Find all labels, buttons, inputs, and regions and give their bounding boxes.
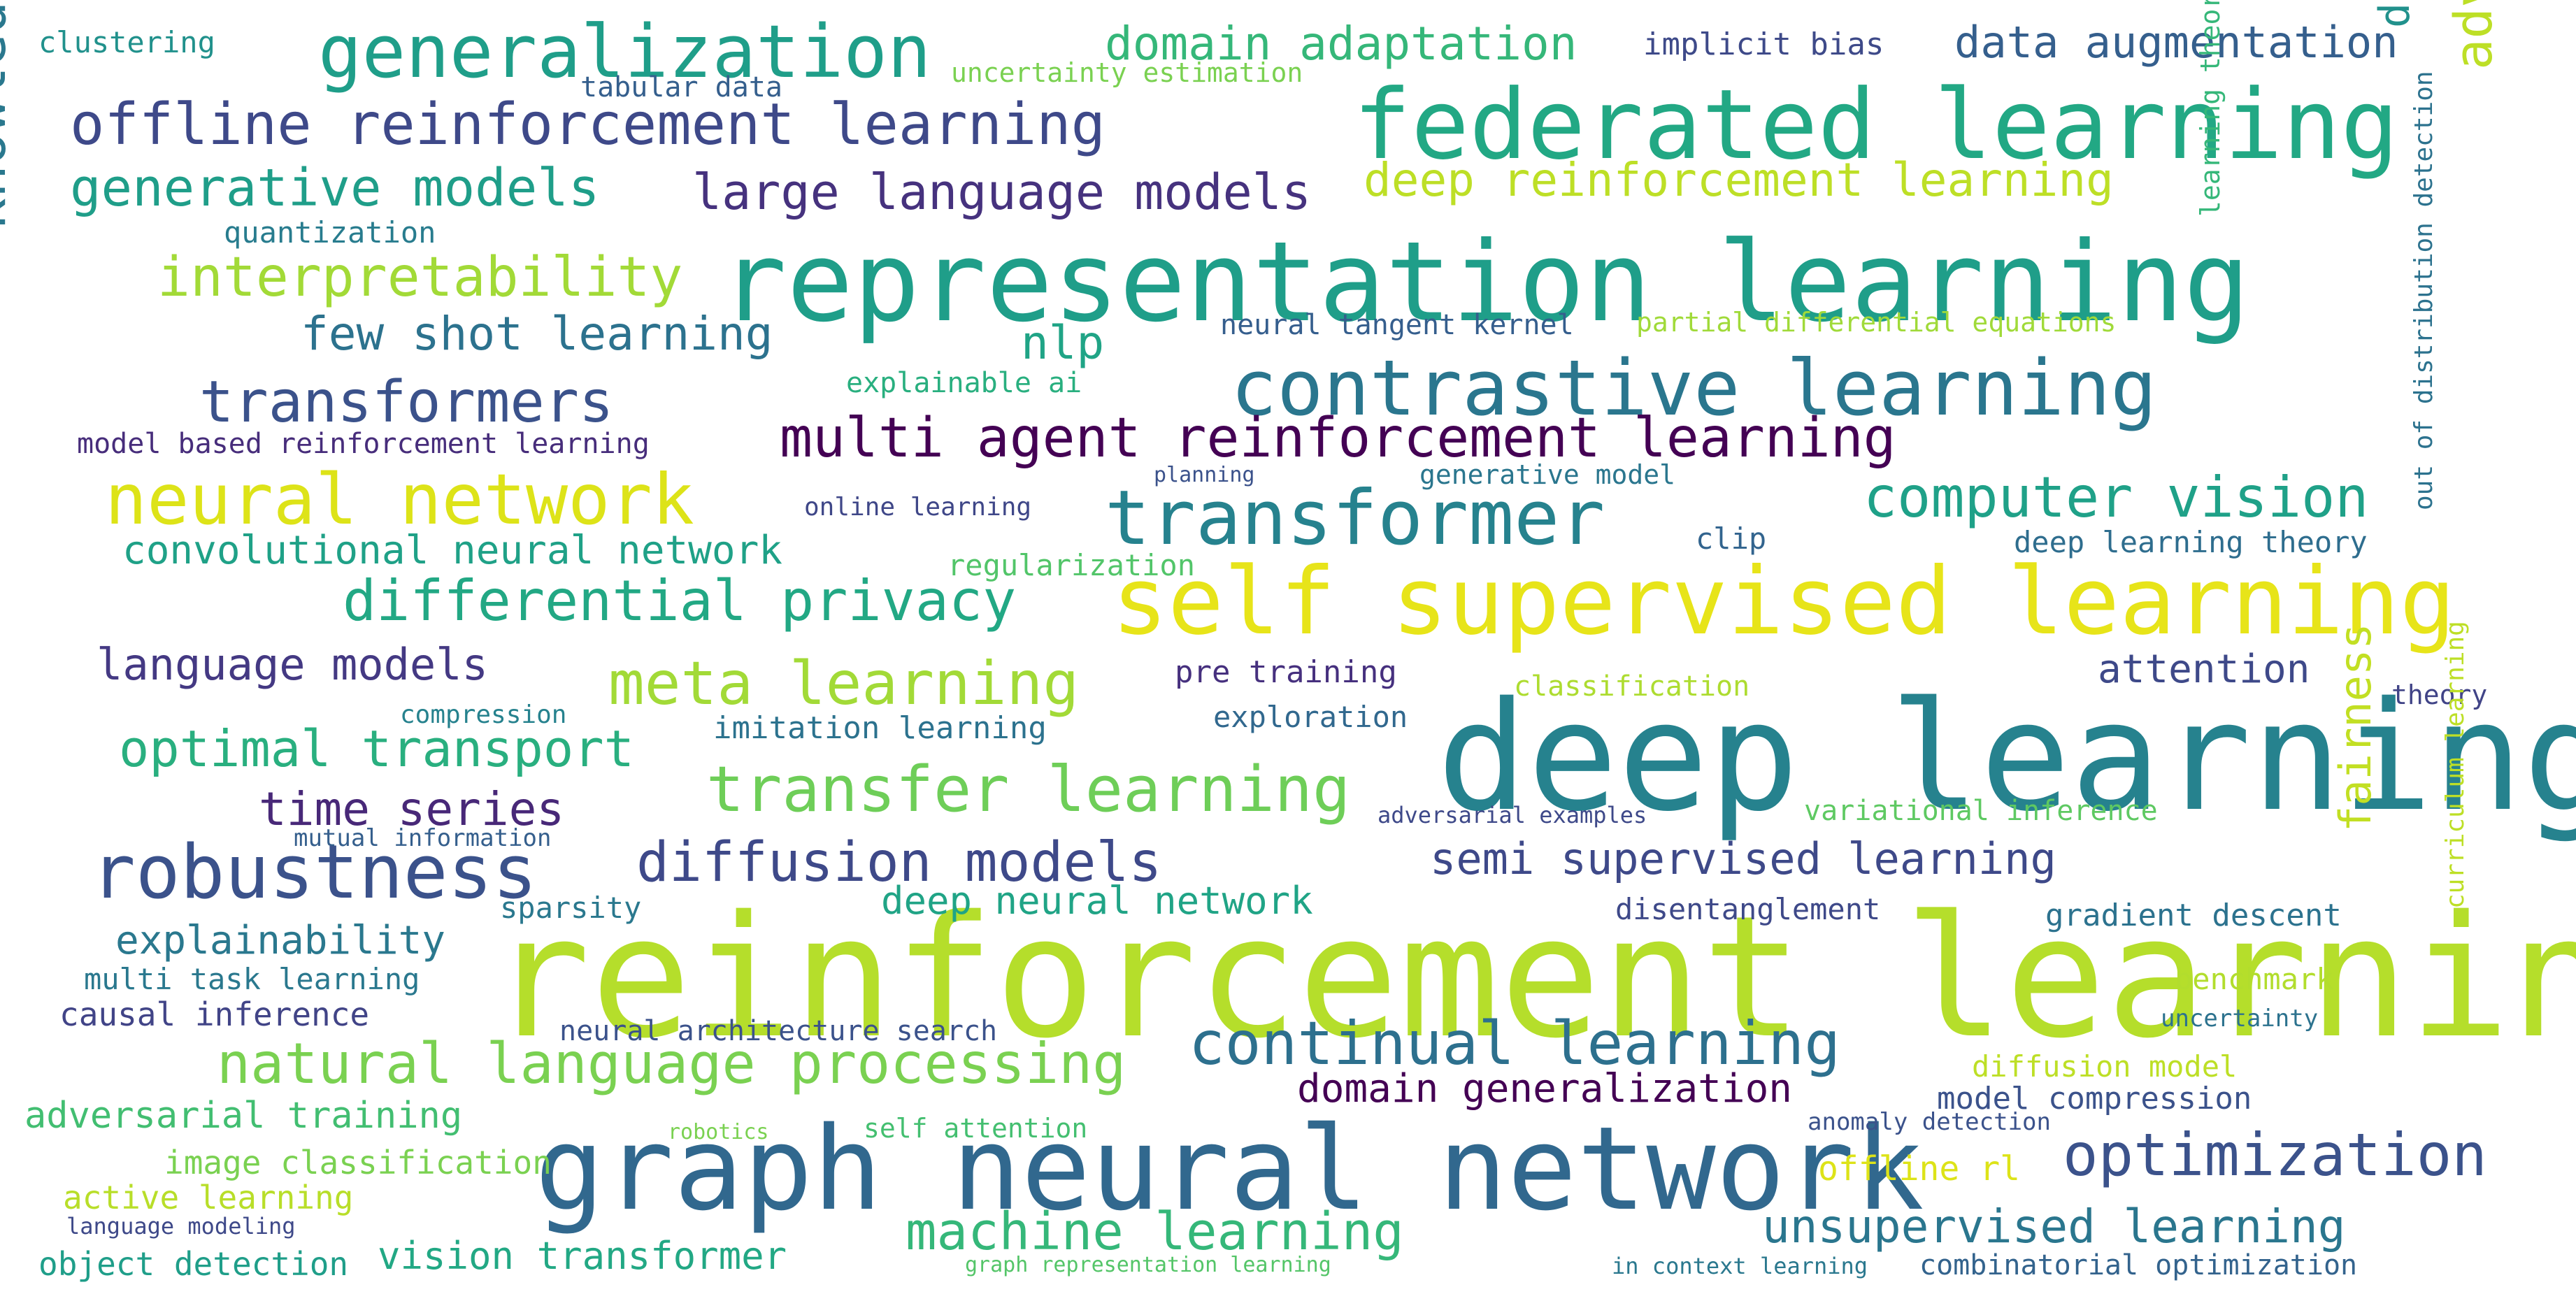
word: active learning <box>63 1179 354 1216</box>
word: combinatorial optimization <box>1919 1249 2358 1281</box>
word-vertical: adversarial robustness <box>2444 0 2504 70</box>
word: diffusion model <box>1972 1049 2238 1084</box>
word: quantization <box>224 215 436 250</box>
word: offline rl <box>1818 1149 2020 1188</box>
word: anomaly detection <box>1808 1108 2051 1136</box>
word: deep learning theory <box>2014 525 2368 559</box>
word: deep neural network <box>881 879 1313 923</box>
word: model based reinforcement learning <box>77 428 650 460</box>
word: contrastive learning <box>1231 343 2157 433</box>
word: reinforcement learning <box>489 879 2576 1075</box>
word: offline reinforcement learning <box>70 92 1106 158</box>
word: implicit bias <box>1643 27 1884 62</box>
word: graph representation learning <box>965 1253 1331 1277</box>
word: interpretability <box>157 246 683 309</box>
word: tabular data <box>580 71 782 103</box>
word: classification <box>1514 670 1750 703</box>
word: multi agent reinforcement learning <box>780 407 1896 470</box>
word: data augmentation <box>1954 17 2398 68</box>
word: exploration <box>1213 700 1408 734</box>
word: disentanglement <box>1615 892 1881 926</box>
word: neural architecture search <box>559 1015 998 1047</box>
word: computer vision <box>1863 465 2369 530</box>
word: self supervised learning <box>1112 548 2456 656</box>
word: regularization <box>947 548 1196 582</box>
word: machine learning <box>906 1202 1404 1262</box>
word: deep learning <box>1437 669 2576 845</box>
word: explainable ai <box>846 367 1082 399</box>
word: in context learning <box>1612 1253 1868 1279</box>
word: time series <box>259 782 565 836</box>
word: object detection <box>38 1245 349 1283</box>
word: explainability <box>115 918 446 963</box>
word: large language models <box>692 164 1312 221</box>
word: transfer learning <box>706 753 1351 826</box>
word: variational inference <box>1804 795 2158 827</box>
word: meta learning <box>608 649 1080 719</box>
word: representation learning <box>720 218 2250 347</box>
word: pre training <box>1175 654 1397 690</box>
word: convolutional neural network <box>122 528 783 573</box>
word: uncertainty <box>2161 1005 2319 1033</box>
word: generative model <box>1419 459 1676 490</box>
word: language modeling <box>66 1213 296 1239</box>
word: multi task learning <box>84 962 420 996</box>
word: compression <box>400 700 567 729</box>
word: language models <box>96 639 488 690</box>
word: natural language processing <box>217 1031 1126 1096</box>
word: attention <box>2098 647 2310 692</box>
word: adversarial examples <box>1378 802 1647 828</box>
word: diffusion models <box>636 831 1162 894</box>
word: vision transformer <box>378 1234 787 1278</box>
word: unsupervised learning <box>1762 1200 2346 1253</box>
word: domain adaptation <box>1105 17 1577 71</box>
word: causal inference <box>59 996 370 1033</box>
word: uncertainty estimation <box>951 57 1303 88</box>
word: adversarial training <box>24 1095 463 1137</box>
word: self attention <box>864 1113 1088 1144</box>
word: optimization <box>2063 1121 2487 1189</box>
word: benchmark <box>2175 962 2334 996</box>
word-vertical: out of distribution detection <box>2410 71 2438 510</box>
word: theory <box>2391 680 2488 710</box>
word: semi supervised learning <box>1430 833 2056 884</box>
word: continual learning <box>1189 1009 1840 1079</box>
word: neural network <box>105 459 694 540</box>
word: neural tangent kernel <box>1220 309 1574 341</box>
word: transformers <box>199 369 614 436</box>
word: clustering <box>38 25 215 59</box>
word: online learning <box>804 493 1032 522</box>
word: differential privacy <box>343 568 1017 633</box>
word: optimal transport <box>119 719 634 778</box>
word: clip <box>1696 522 1767 556</box>
word: imitation learning <box>713 710 1047 746</box>
word: transformer <box>1105 475 1605 562</box>
word: few shot learning <box>301 307 773 361</box>
word: sparsity <box>500 891 642 925</box>
word: model compression <box>1937 1081 2252 1116</box>
word: domain generalization <box>1297 1066 1793 1112</box>
word: deep reinforcement learning <box>1364 153 2114 207</box>
word-vertical: learning theory <box>2195 0 2226 217</box>
word: image classification <box>164 1144 552 1181</box>
word: nlp <box>1021 316 1105 370</box>
word: generalization <box>318 9 931 94</box>
word: planning <box>1154 463 1255 487</box>
word: robustness <box>91 829 538 915</box>
word-vertical: knowledge distillation <box>0 0 18 231</box>
word-vertical: distribution shift <box>2370 0 2419 28</box>
word: generative models <box>70 158 600 218</box>
word-vertical: curriculum learning <box>2441 621 2470 909</box>
word: mutual information <box>294 824 552 852</box>
word: partial differential equations <box>1636 307 2117 338</box>
word: graph neural network <box>535 1102 1924 1236</box>
word: federated learning <box>1353 69 2399 181</box>
word: robotics <box>668 1120 769 1144</box>
word: gradient descent <box>2045 898 2342 933</box>
word-vertical: fairness <box>2330 623 2381 832</box>
